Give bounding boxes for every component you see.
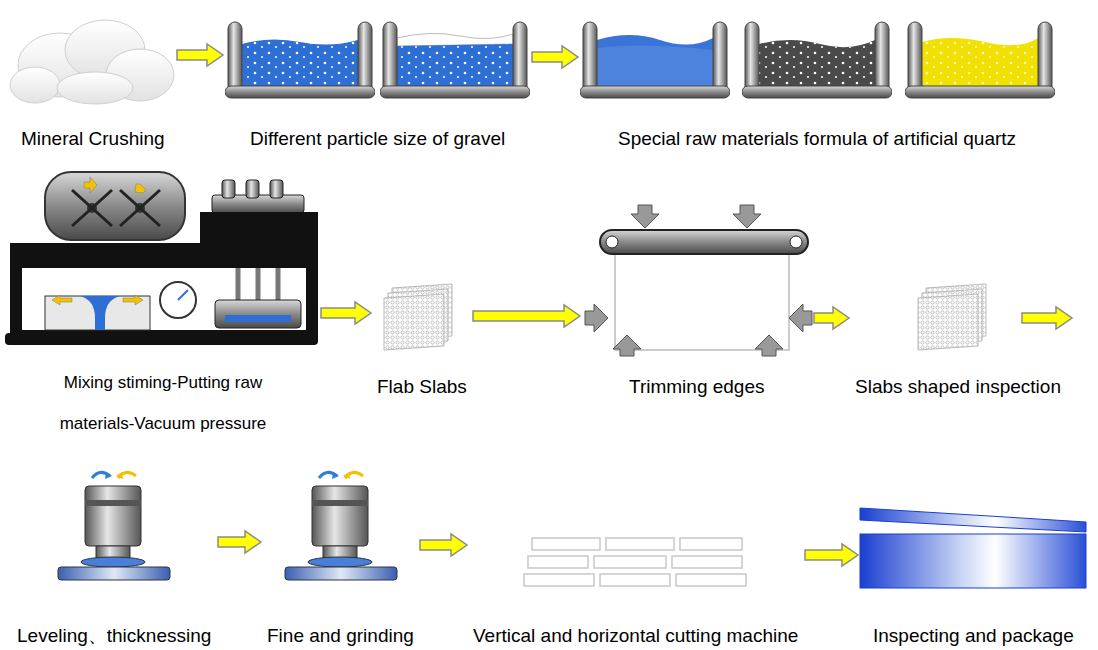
process-step: Fine and grinding	[263, 470, 418, 650]
mineral-rocks	[10, 20, 174, 104]
formula-trays	[580, 22, 1055, 98]
step-caption: Slabs shaped inspection	[855, 375, 1061, 398]
process-step: Inspecting and package	[860, 505, 1086, 650]
step-caption: Special raw materials formula of artific…	[618, 127, 1016, 150]
flow-arrow	[814, 307, 849, 329]
step-caption: Mixing stiming-Putting raw materials-Vac…	[38, 362, 288, 444]
step-caption: Leveling、thicknessing	[17, 624, 211, 647]
flow-arrow	[473, 305, 580, 327]
leveling-machine	[58, 472, 170, 580]
trimming-press	[585, 205, 812, 356]
grinding-machine	[285, 472, 397, 580]
process-step: Leveling、thicknessing	[13, 470, 216, 650]
step-caption: Different particle size of gravel	[250, 127, 505, 150]
step-caption: Trimming edges	[629, 375, 765, 398]
process-step: Different particle size of gravel	[225, 20, 530, 156]
flow-arrow	[177, 44, 223, 66]
flow-arrow	[420, 534, 467, 556]
shaped-slabs	[918, 284, 986, 350]
step-caption: Flab Slabs	[377, 375, 467, 398]
flow-arrow	[321, 302, 371, 324]
package-box	[860, 508, 1086, 588]
process-step: Mixing stiming-Putting raw materials-Vac…	[6, 170, 319, 450]
continuation-arrow	[1022, 307, 1072, 329]
process-step: Flab Slabs	[373, 280, 471, 404]
flow-arrow	[532, 46, 578, 68]
step-caption: Inspecting and package	[873, 624, 1074, 647]
step-caption: Fine and grinding	[267, 624, 414, 647]
cut-panels	[524, 538, 746, 586]
process-step: Slabs shaped inspection	[851, 280, 1065, 404]
process-step: Special raw materials formula of artific…	[580, 20, 1055, 156]
flow-arrow	[218, 531, 261, 553]
process-step: Trimming edges	[582, 205, 812, 404]
step-caption: Mineral Crushing	[21, 127, 165, 150]
flat-slabs	[384, 284, 452, 350]
process-step: Mineral Crushing	[10, 20, 175, 156]
gravel-trays	[225, 22, 530, 98]
process-step: Vertical and horizontal cutting machine	[469, 525, 803, 650]
mixing-press-machine	[5, 172, 318, 345]
flow-arrow	[805, 544, 858, 566]
step-caption: Vertical and horizontal cutting machine	[473, 624, 798, 647]
